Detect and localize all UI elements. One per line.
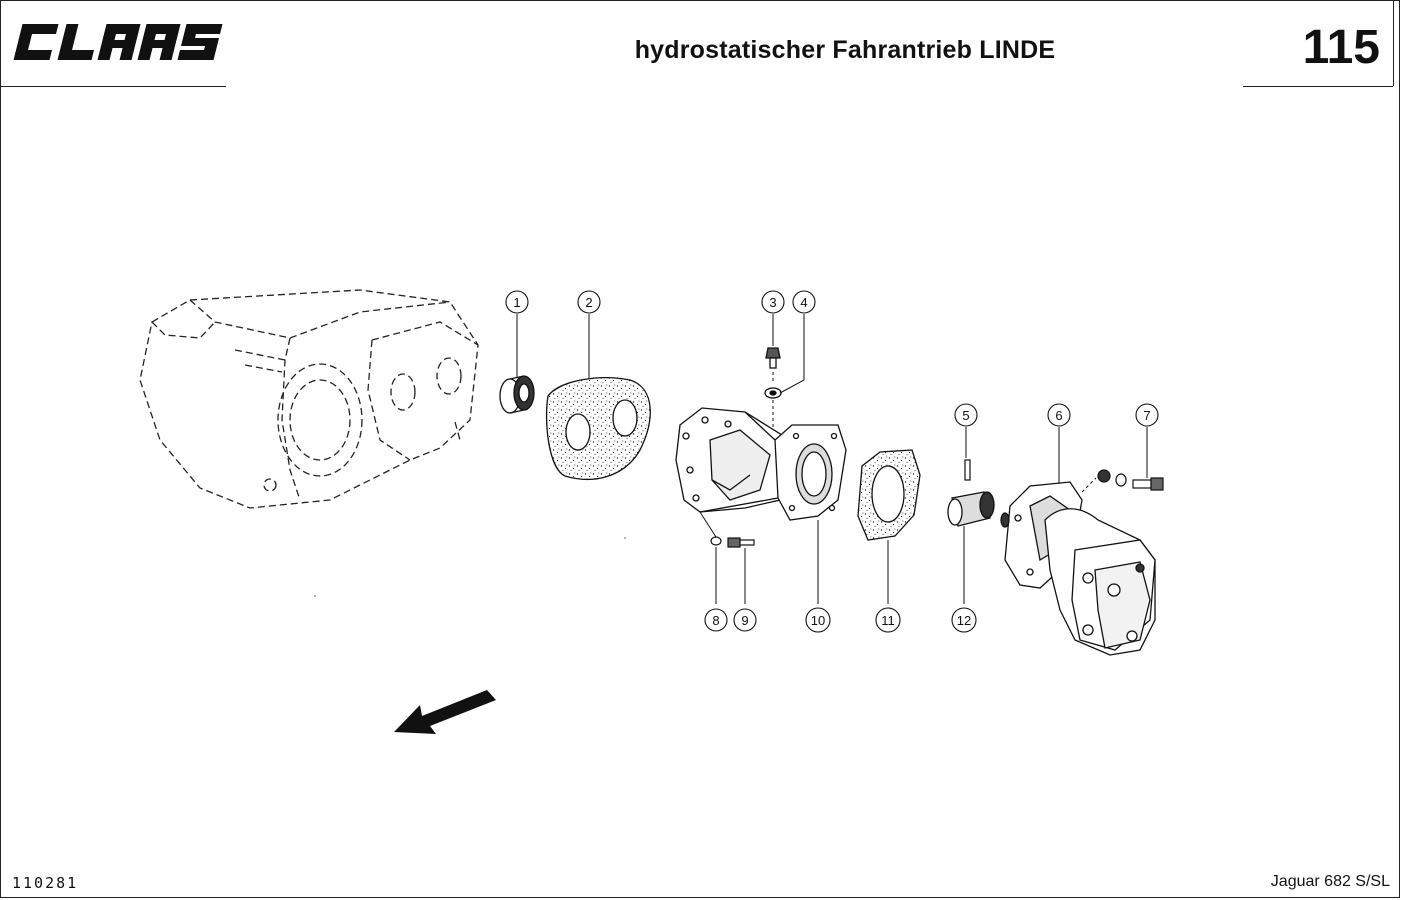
svg-text:10: 10 (811, 613, 825, 628)
nut-part-4 (764, 387, 782, 399)
washer-part-8 (710, 536, 722, 546)
svg-text:1: 1 (513, 295, 520, 310)
gasket-part-11 (857, 449, 921, 541)
callout-4: 4 (792, 290, 816, 314)
svg-text:4: 4 (800, 295, 807, 310)
header-rule-left (0, 86, 226, 87)
leader-lines (516, 314, 1148, 604)
gearbox-housing (139, 289, 479, 509)
svg-text:6: 6 (1055, 408, 1062, 423)
screw-part-3 (765, 347, 781, 369)
header-rule-right (1243, 86, 1393, 87)
header-border-left (0, 0, 1, 86)
callout-2: 2 (577, 290, 601, 314)
svg-text:7: 7 (1143, 408, 1150, 423)
flange-housing-part-10 (675, 407, 847, 521)
svg-text:11: 11 (881, 613, 895, 628)
callout-11: 11 (875, 607, 901, 633)
callout-12: 12 (951, 607, 977, 633)
bolt-set-part-7 (1097, 469, 1164, 491)
page-title: hydrostatischer Fahrantrieb LINDE (634, 36, 1056, 64)
claas-logo (13, 24, 223, 60)
svg-text:2: 2 (585, 295, 592, 310)
callout-1: 1 (505, 290, 529, 314)
callout-3: 3 (761, 290, 785, 314)
document-number: 110281 (12, 874, 79, 892)
callout-9: 9 (733, 608, 757, 632)
callout-6: 6 (1047, 403, 1071, 427)
svg-text:12: 12 (957, 613, 971, 628)
bolt-part-9 (727, 537, 755, 548)
bearing-part-1 (499, 375, 535, 414)
gasket-part-2 (545, 377, 651, 480)
page-number: 115 (1302, 21, 1380, 74)
pin-part-5 (964, 459, 971, 481)
svg-text:8: 8 (712, 613, 719, 628)
sleeve-part-12 (947, 491, 995, 527)
model-label: Jaguar 682 S/SL (1270, 873, 1390, 890)
callout-7: 7 (1135, 403, 1159, 427)
callout-5: 5 (954, 403, 978, 427)
svg-text:9: 9 (741, 613, 748, 628)
header-border-right (1393, 0, 1394, 86)
callout-group: 1 2 3 4 5 6 7 8 9 10 11 12 (505, 290, 1159, 633)
callout-10: 10 (805, 607, 831, 633)
hydraulic-motor-part-6 (1000, 481, 1156, 656)
arrow-icon (394, 690, 496, 734)
svg-text:5: 5 (962, 408, 969, 423)
scan-dots (314, 537, 626, 597)
callout-8: 8 (704, 608, 728, 632)
svg-text:3: 3 (769, 295, 776, 310)
